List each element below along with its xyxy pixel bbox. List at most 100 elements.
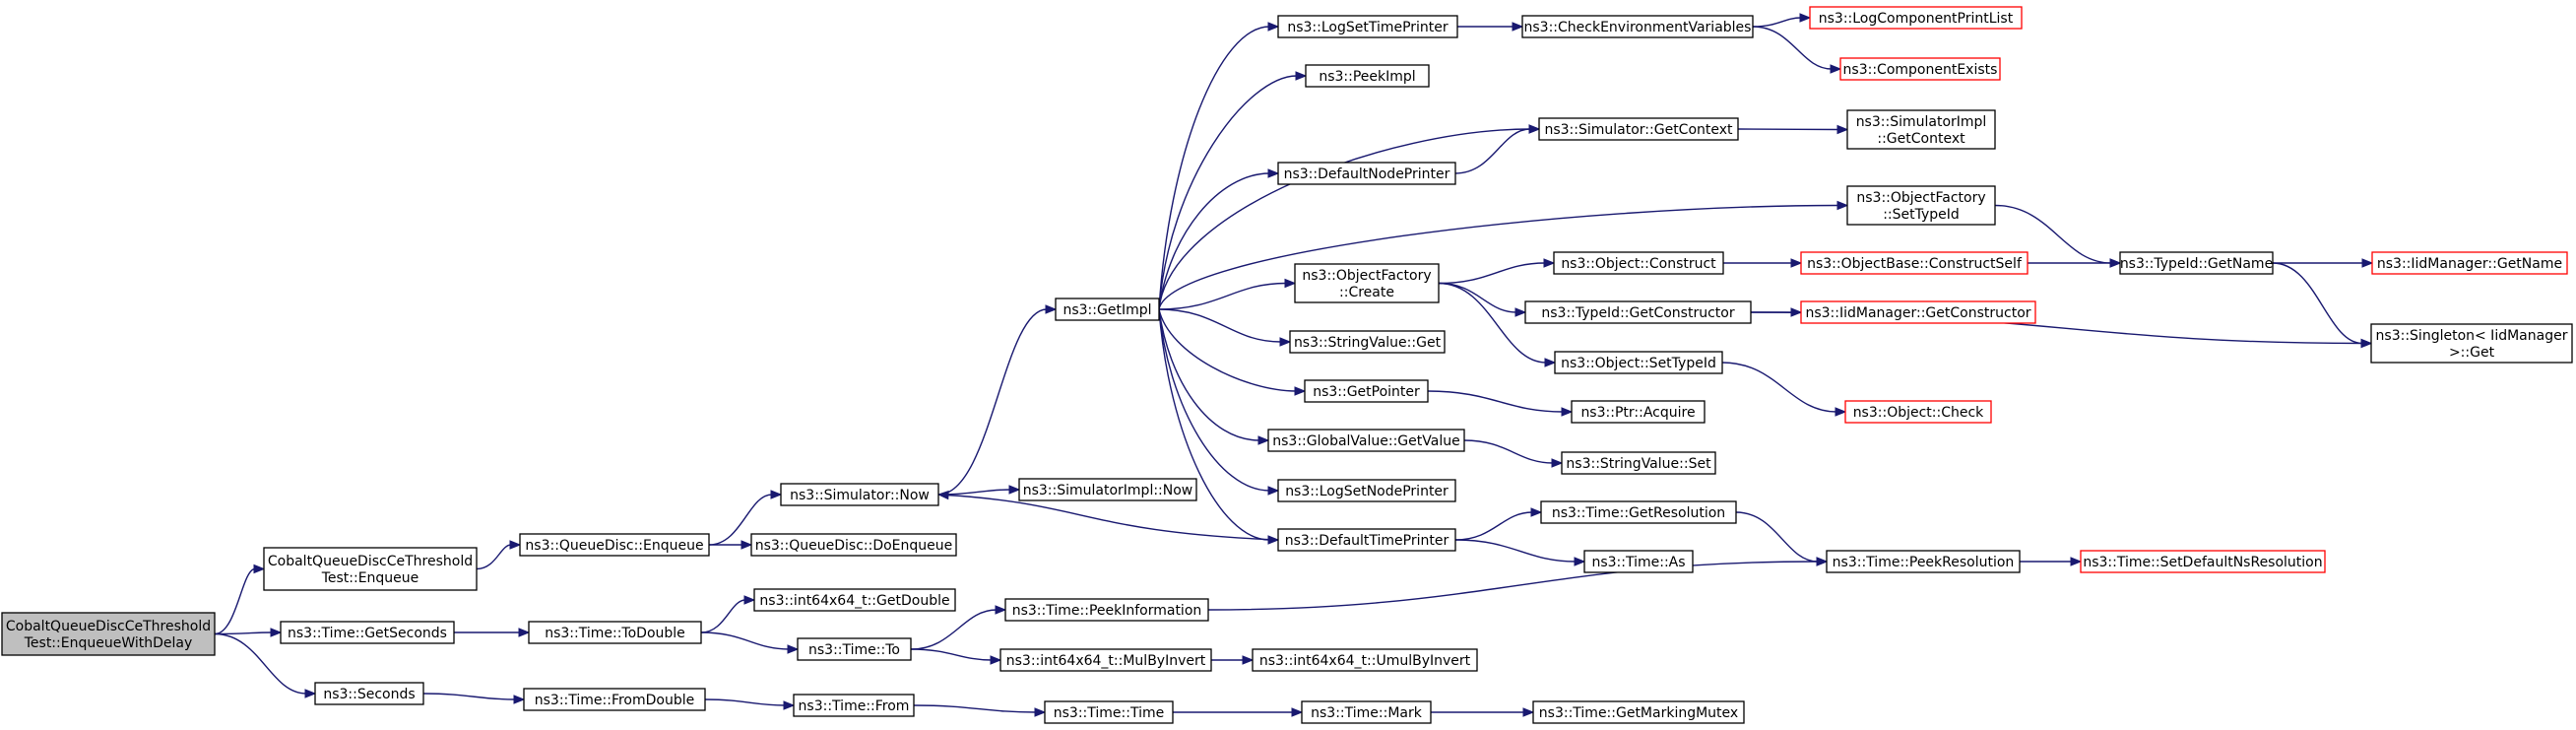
node-label: >::Get <box>2449 345 2495 361</box>
node-getSeconds[interactable]: ns3::Time::GetSeconds <box>280 621 455 644</box>
node-label: ns3::Object::Construct <box>1561 256 1716 272</box>
node-peekInfo[interactable]: ns3::Time::PeekInformation <box>1004 598 1209 622</box>
node-setDefaultNs[interactable]: ns3::Time::SetDefaultNsResolution <box>2080 550 2326 573</box>
node-simImplNow[interactable]: ns3::SimulatorImpl::Now <box>1018 478 1197 501</box>
node-getPointer[interactable]: ns3::GetPointer <box>1304 379 1429 403</box>
node-stringGet[interactable]: ns3::StringValue::Get <box>1289 330 1446 354</box>
node-label: CobaltQueueDiscCeThreshold <box>268 554 473 569</box>
node-box <box>1571 400 1706 424</box>
node-label: ns3::Time::Mark <box>1311 705 1423 721</box>
node-label: ::SetTypeId <box>1883 207 1960 223</box>
node-toDouble[interactable]: ns3::Time::ToDouble <box>528 621 702 644</box>
node-typeIdGetName[interactable]: ns3::TypeId::GetName <box>2119 251 2274 275</box>
node-doEnqueue[interactable]: ns3::QueueDisc::DoEnqueue <box>750 533 957 557</box>
edge-timeTo-to-peekInfo-arrowhead <box>995 605 1007 615</box>
node-obConstructSelf[interactable]: ns3::ObjectBase::ConstructSelf <box>1800 251 2029 275</box>
node-box <box>1561 451 1716 475</box>
node-stringSet[interactable]: ns3::StringValue::Set <box>1561 451 1716 475</box>
node-box <box>1 612 216 656</box>
node-umulByInvert[interactable]: ns3::int64x64_t::UmulByInvert <box>1252 648 1478 672</box>
node-getConstructor[interactable]: ns3::TypeId::GetConstructor <box>1524 300 1752 324</box>
node-mulByInvert[interactable]: ns3::int64x64_t::MulByInvert <box>999 648 1212 672</box>
edge-typeIdGetName-to-singletonGet-arrowhead <box>2360 338 2373 349</box>
node-label: ns3::Time::To <box>808 642 900 658</box>
node-box <box>1839 57 2001 81</box>
call-edges <box>214 13 2374 717</box>
edge-defTimePrinter-to-getResolution-arrowhead <box>1530 507 1543 517</box>
node-label: ns3::StringValue::Set <box>1566 456 1711 472</box>
node-defNodePrinter[interactable]: ns3::DefaultNodePrinter <box>1277 162 1456 185</box>
node-peekResolution[interactable]: ns3::Time::PeekResolution <box>1826 550 2021 573</box>
node-label: ns3::int64x64_t::GetDouble <box>759 593 949 609</box>
edge-checkEnv-to-compExists <box>1752 26 1833 70</box>
node-getMarkingMutex[interactable]: ns3::Time::GetMarkingMutex <box>1532 700 1745 724</box>
node-label: ns3::SimulatorImpl <box>1856 114 1987 130</box>
edge-qdEnqueue-to-simNow-arrowhead <box>770 490 783 499</box>
node-box <box>2080 550 2326 573</box>
node-getImpl[interactable]: ns3::GetImpl <box>1055 298 1160 321</box>
node-label: ns3::int64x64_t::MulByInvert <box>1006 653 1206 669</box>
node-objFactCreate[interactable]: ns3::ObjectFactory::Create <box>1294 263 1440 303</box>
node-timeAs[interactable]: ns3::Time::As <box>1583 550 1694 573</box>
node-label: ns3::Time::GetSeconds <box>288 626 447 641</box>
node-defTimePrinter[interactable]: ns3::DefaultTimePrinter <box>1277 528 1456 552</box>
node-compExists[interactable]: ns3::ComponentExists <box>1839 57 2001 81</box>
node-seconds[interactable]: ns3::Seconds <box>314 682 424 705</box>
node-label: ns3::Time::PeekResolution <box>1833 555 2015 570</box>
edge-timeFrom-to-timeTime-arrowhead <box>1034 707 1047 717</box>
node-iidGetName[interactable]: ns3::IidManager::GetName <box>2371 251 2568 275</box>
edge-timeTo-to-mulByInvert-arrowhead <box>990 655 1002 665</box>
node-getDouble[interactable]: ns3::int64x64_t::GetDouble <box>753 588 956 612</box>
edge-toDouble-to-timeTo-arrowhead <box>787 644 800 654</box>
node-peekImpl[interactable]: ns3::PeekImpl <box>1305 64 1430 88</box>
edge-getImpl-to-ofSetTypeId-arrowhead <box>1836 200 1849 211</box>
node-box <box>1044 700 1174 724</box>
edge-getImpl-to-getPointer-arrowhead <box>1294 386 1307 396</box>
node-label: Test::Enqueue <box>321 570 419 586</box>
node-objSetTypeId[interactable]: ns3::Object::SetTypeId <box>1554 351 1723 374</box>
node-label: ns3::Singleton< IidManager <box>2376 328 2568 344</box>
edge-checkEnv-to-compExists-arrowhead <box>1830 64 1842 74</box>
node-label: ns3::TypeId::GetName <box>2120 256 2273 272</box>
node-simNow[interactable]: ns3::Simulator::Now <box>780 483 939 506</box>
node-ptrAcquire[interactable]: ns3::Ptr::Acquire <box>1571 400 1706 424</box>
node-objCheck[interactable]: ns3::Object::Check <box>1844 400 1992 424</box>
edge-getImpl-to-globalGetValue-arrowhead <box>1257 435 1270 445</box>
edge-timeTime-to-timeMark-arrowhead <box>1291 707 1304 717</box>
node-qdEnqueue[interactable]: ns3::QueueDisc::Enqueue <box>519 533 710 557</box>
node-checkEnv[interactable]: ns3::CheckEnvironmentVariables <box>1521 15 1754 38</box>
edge-objFactCreate-to-getConstructor <box>1438 282 1517 313</box>
edge-getImpl-to-logSetTime-arrowhead <box>1267 22 1280 32</box>
node-box <box>1800 300 2036 324</box>
node-box <box>1583 550 1694 573</box>
node-root: CobaltQueueDiscCeThresholdTest::EnqueueW… <box>1 612 216 656</box>
node-box <box>1018 478 1197 501</box>
edge-getImpl-to-logSetNode <box>1158 308 1270 492</box>
node-simImplGetContext[interactable]: ns3::SimulatorImpl::GetContext <box>1846 109 1996 150</box>
edge-getImpl-to-defTimePrinter <box>1158 308 1270 541</box>
node-timeFrom[interactable]: ns3::Time::From <box>793 694 915 717</box>
node-iidGetConstructor[interactable]: ns3::IidManager::GetConstructor <box>1800 300 2036 324</box>
edge-simNow-to-simImplNow-arrowhead <box>1008 485 1021 495</box>
node-singletonGet[interactable]: ns3::Singleton< IidManager >::Get <box>2370 323 2573 364</box>
node-fromDouble[interactable]: ns3::Time::FromDouble <box>523 688 706 711</box>
node-box <box>1277 528 1456 552</box>
node-logCompPrint[interactable]: ns3::LogComponentPrintList <box>1809 6 2023 30</box>
node-label: ns3::Time::ToDouble <box>545 626 685 641</box>
edge-objConstruct-to-obConstructSelf-arrowhead <box>1790 258 1803 268</box>
node-logSetNode[interactable]: ns3::LogSetNodePrinter <box>1277 479 1456 502</box>
node-simGetContext[interactable]: ns3::Simulator::GetContext <box>1538 117 1739 141</box>
node-timeTime[interactable]: ns3::Time::Time <box>1044 700 1174 724</box>
node-getResolution[interactable]: ns3::Time::GetResolution <box>1540 500 1737 524</box>
edge-fromDouble-to-timeFrom-arrowhead <box>783 700 796 710</box>
node-globalGetValue[interactable]: ns3::GlobalValue::GetValue <box>1267 429 1465 452</box>
node-box <box>519 533 710 557</box>
node-logSetTime[interactable]: ns3::LogSetTimePrinter <box>1277 15 1458 38</box>
node-objConstruct[interactable]: ns3::Object::Construct <box>1553 251 1724 275</box>
node-timeTo[interactable]: ns3::Time::To <box>797 637 912 661</box>
edge-defTimePrinter-to-getResolution <box>1454 511 1533 541</box>
node-timeMark[interactable]: ns3::Time::Mark <box>1301 700 1432 724</box>
edge-defTimePrinter-to-simNow <box>937 494 1279 541</box>
node-ofSetTypeId[interactable]: ns3::ObjectFactory::SetTypeId <box>1846 185 1996 226</box>
